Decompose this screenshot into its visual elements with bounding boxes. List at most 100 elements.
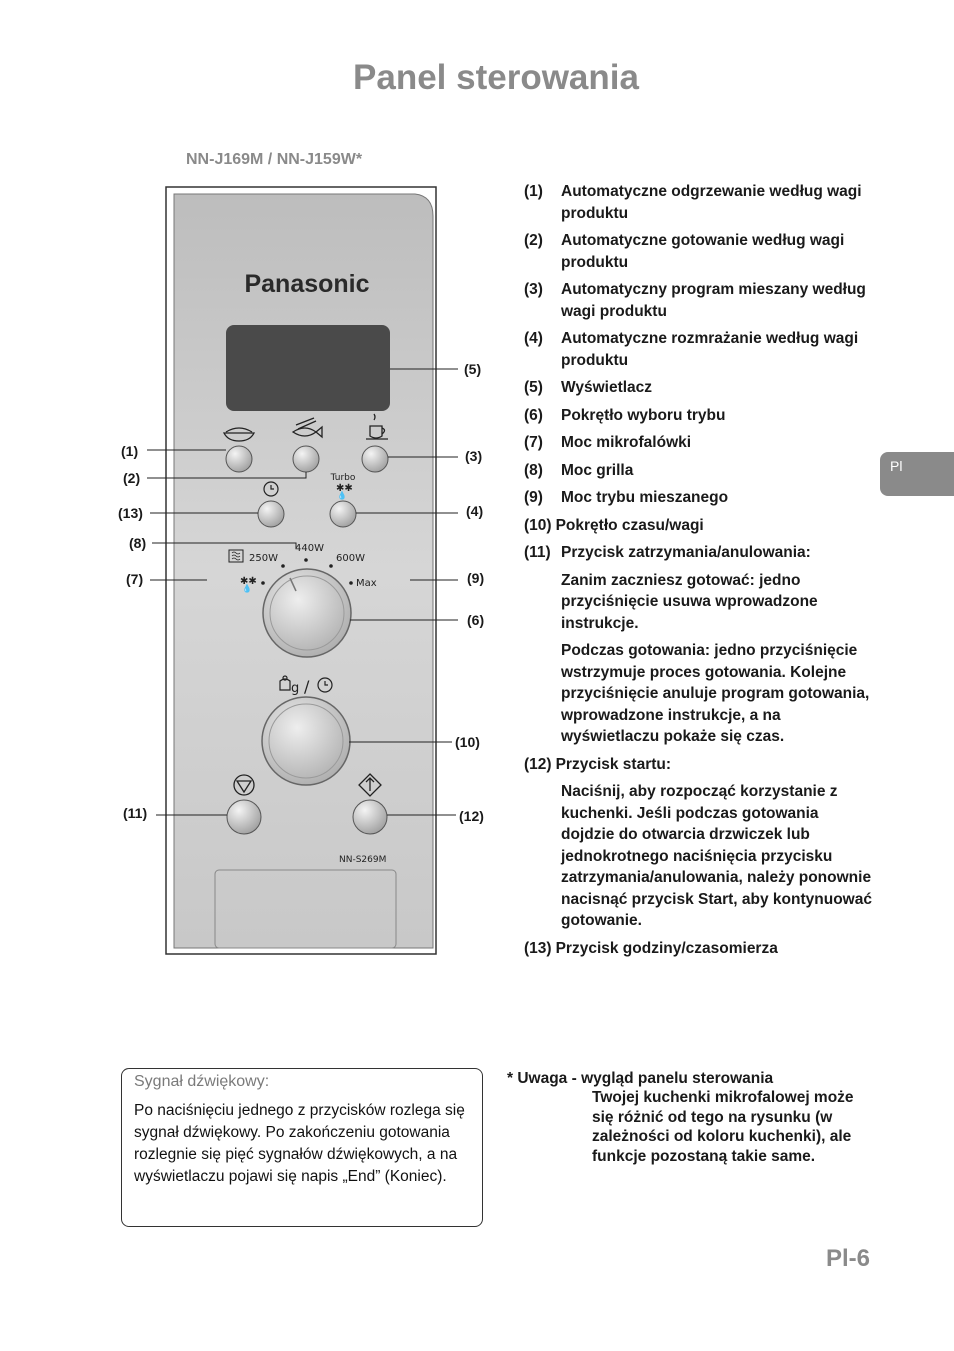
- legend-num: (6): [524, 406, 543, 424]
- legend-num: (10): [524, 516, 552, 534]
- legend-item: (8) Moc grilla: [524, 460, 874, 482]
- legend-text: Moc mikrofalówki: [561, 434, 692, 451]
- legend-item: (2) Automatyczne gotowanie według wagi pr…: [524, 230, 874, 273]
- panel-model-label: NN-S269M: [339, 855, 386, 865]
- legend-item: (12)Przycisk startu:: [524, 754, 874, 776]
- weight-time-slash: /: [304, 677, 310, 696]
- svg-text:💧: 💧: [242, 583, 252, 593]
- svg-text:✱✱: ✱✱: [336, 483, 353, 494]
- stop-desc-during: Podczas gotowania: jedno przyciśnięcie w…: [561, 642, 870, 745]
- stop-cancel-button[interactable]: [226, 799, 262, 835]
- legend-num: (9): [524, 489, 543, 506]
- legend-item: (11) Przycisk zatrzymania/anulowania:: [524, 542, 874, 564]
- legend-num: (2): [524, 232, 543, 249]
- callout-8: (8): [129, 535, 146, 551]
- legend-item: (6)Pokrętło wyboru trybu: [524, 405, 874, 427]
- power-250-label: 250W: [249, 553, 278, 564]
- brand-logo: Panasonic: [244, 270, 369, 298]
- time-weight-knob[interactable]: [261, 696, 351, 786]
- legend-text: Moc trybu mieszanego: [561, 489, 729, 506]
- clock-icon: [263, 481, 279, 497]
- grill-icon: ✱✱💧: [240, 576, 257, 593]
- microwave-wave-icon: [231, 551, 241, 561]
- legend-num: (8): [524, 461, 543, 479]
- legend-item: (13)Przycisk godziny/czasomierza: [524, 938, 874, 960]
- callout-10: (10): [455, 734, 480, 750]
- legend-text: Moc grilla: [561, 461, 634, 479]
- reheat-icon: [222, 427, 256, 442]
- callout-3: (3): [465, 448, 482, 464]
- power-440-label: 440W: [295, 543, 324, 554]
- legend-item: (10)Pokrętło czasu/wagi: [524, 515, 874, 537]
- time-icon: [317, 677, 333, 693]
- combination-button[interactable]: [361, 445, 389, 473]
- time-weight-knob-rim: [268, 703, 344, 779]
- display-screen: [226, 325, 390, 411]
- dial-dots: [261, 558, 353, 585]
- start-button[interactable]: [352, 799, 388, 835]
- callout-13: (13): [118, 505, 143, 521]
- page-number: Pl-6: [826, 1245, 871, 1272]
- beep-text: Po naciśnięciu jednego z przycisków rozl…: [134, 1102, 465, 1185]
- legend-item: (4) Automatyczne rozmrażanie według wagi …: [524, 328, 874, 371]
- leader-lines: [147, 368, 458, 816]
- legend-item: (9) Moc trybu mieszanego: [524, 487, 874, 509]
- legend-text: Automatyczne odgrzewanie według wagi pro…: [561, 183, 862, 222]
- callout-6: (6): [467, 612, 484, 628]
- mode-knob[interactable]: [262, 568, 352, 658]
- legend-text: Przycisk godziny/czasomierza: [555, 939, 778, 957]
- legend-item: (1)Automatyczne odgrzewanie według wagi …: [524, 181, 874, 224]
- legend-num: (13): [524, 939, 552, 957]
- callout-4: (4): [466, 503, 483, 519]
- legend-text: Przycisk startu:: [555, 755, 672, 773]
- legend-text: Automatyczne gotowanie według wagi produ…: [561, 232, 845, 271]
- mode-knob-pointer: [289, 577, 297, 592]
- legend-text: Przycisk zatrzymania/anulowania:: [561, 544, 811, 561]
- note-lead: * Uwaga - wygląd panelu sterowania: [507, 1070, 774, 1087]
- svg-text:💧: 💧: [337, 490, 347, 500]
- legend-num: (3): [524, 281, 543, 298]
- stop-desc-before: Zanim zaczniesz gotować: jedno przyciśni…: [561, 571, 818, 632]
- cook-icon: [291, 417, 323, 439]
- language-tab-label: Pl: [890, 458, 903, 474]
- legend-item: (7)Moc mikrofalówki: [524, 432, 874, 454]
- legend-num: (11): [524, 544, 551, 561]
- callout-11: (11): [123, 805, 147, 821]
- mode-knob-rim: [269, 575, 345, 651]
- legend-num: (5): [524, 379, 543, 396]
- start-desc: Naciśnij, aby rozpocząć korzystanie z ku…: [561, 783, 872, 929]
- legend-list: (1)Automatyczne odgrzewanie według wagi …: [524, 181, 874, 965]
- legend-item: (3) Automatyczny program mieszany według …: [524, 279, 874, 322]
- defrost-button[interactable]: [329, 500, 357, 528]
- language-tab: Pl: [880, 452, 954, 496]
- legend-text: Wyświetlacz: [561, 379, 653, 396]
- note-rest: Twojej kuchenki mikrofalowej może się ró…: [592, 1089, 854, 1165]
- beep-title: Sygnał dźwiękowy:: [134, 1073, 270, 1090]
- page-title: Panel sterowania: [353, 58, 639, 97]
- turbo-label: Turbo: [330, 473, 356, 483]
- beep-info-box: [121, 1068, 483, 1227]
- callout-7: (7): [126, 571, 143, 587]
- clock-timer-button[interactable]: [257, 500, 285, 528]
- power-max-label: Max: [356, 578, 377, 589]
- callout-9: (9): [467, 570, 484, 586]
- legend-text: Automatyczne rozmrażanie według wagi pro…: [561, 330, 859, 369]
- callout-2: (2): [123, 470, 140, 486]
- svg-text:✱✱: ✱✱: [240, 576, 257, 587]
- door-release-area: [214, 869, 397, 949]
- legend-text: Automatyczny program mieszany według wag…: [561, 281, 866, 320]
- defrost-icon: ✱✱💧: [336, 483, 353, 500]
- cook-button[interactable]: [292, 445, 320, 473]
- microwave-icon: [228, 549, 244, 563]
- model-name: NN-J169M / NN-J159W*: [186, 151, 363, 168]
- combination-icon: [366, 413, 388, 440]
- start-icon: [358, 773, 382, 797]
- reheat-button[interactable]: [225, 445, 253, 473]
- legend-text: Pokrętło czasu/wagi: [555, 516, 704, 534]
- callout-12: (12): [459, 808, 484, 824]
- legend-num: (12): [524, 755, 552, 773]
- power-600-label: 600W: [336, 553, 365, 564]
- callout-1: (1): [121, 443, 138, 459]
- legend-num: (4): [524, 330, 543, 347]
- callout-5: (5): [464, 361, 481, 377]
